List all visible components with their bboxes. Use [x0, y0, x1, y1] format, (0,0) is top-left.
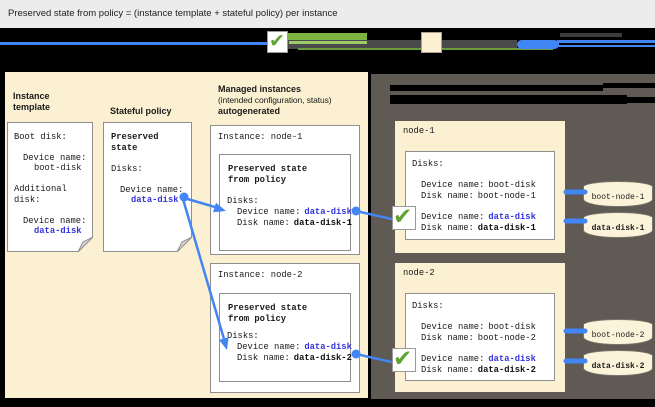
band-green-bar	[287, 33, 367, 40]
disk-label: boot-node-1	[591, 193, 645, 202]
stateful-policy-label: Stateful policy	[110, 106, 172, 116]
title-bar: Preserved state from policy = (instance …	[0, 0, 655, 28]
vm-panel-heading-redacted-1	[390, 85, 603, 91]
vm-disks-box: Disks: Device name:boot-disk Disk name:b…	[405, 293, 555, 381]
doc-line: Disks:	[111, 164, 143, 174]
vm-node-2: node-2 Disks: Device name:boot-disk Disk…	[395, 263, 565, 392]
check-icon: ✔	[393, 345, 413, 371]
doc-line: Device name:	[120, 185, 184, 195]
band-blue-pill	[517, 40, 559, 49]
disk-name-line: Disk name:data-disk-2	[237, 353, 352, 363]
doc-line: Additional	[14, 184, 67, 194]
disk-name-line: Disk name:boot-node-2	[421, 333, 536, 343]
check-icon: ✔	[393, 203, 413, 229]
vm-panel-heading-redacted-1b	[603, 83, 655, 88]
vm-node-1-check-box: ✔	[392, 203, 416, 230]
disks-label: Disks:	[227, 196, 259, 206]
disk-name-line: Disk name:boot-node-1	[421, 191, 536, 201]
disks-label: Disks:	[412, 159, 444, 169]
doc-line-data-disk: data-disk	[34, 226, 82, 236]
disk-name-line: Disk name:data-disk-1	[421, 223, 536, 233]
vm-name: node-1	[403, 126, 435, 136]
doc-line: Device name:	[23, 216, 87, 226]
instance-template-label: Instance template	[13, 91, 51, 112]
preserved-state-box: Preserved state from policy Disks: Devic…	[219, 293, 352, 382]
managed-instance-node-1: Instance: node-1 Preserved state from po…	[210, 125, 360, 255]
disk-cylinder-boot-node-2: boot-node-2	[583, 319, 653, 346]
page-fold-icon	[78, 237, 93, 252]
device-name-line: Device name:data-disk	[237, 207, 352, 217]
vm-panel-heading-redacted-2b	[627, 97, 655, 103]
doc-line: state	[111, 143, 138, 153]
doc-line: Preserved	[111, 132, 159, 142]
page-fold-icon	[177, 237, 192, 252]
disk-cylinder-data-disk-2: data-disk-2	[583, 350, 653, 377]
preserved-state-box: Preserved state from policy Disks: Devic…	[219, 154, 352, 251]
disk-cylinder-boot-node-1: boot-node-1	[583, 181, 653, 208]
managed-instance-node-2: Instance: node-2 Preserved state from po…	[210, 263, 360, 393]
disk-label: boot-node-2	[591, 331, 645, 340]
disk-name-line: Disk name:data-disk-2	[421, 365, 536, 375]
band-gray-bar	[287, 40, 517, 49]
box-title: from policy	[228, 175, 287, 185]
box-title: from policy	[228, 314, 287, 324]
band-blue-line-left	[0, 42, 270, 45]
vm-node-2-check-box: ✔	[392, 345, 416, 372]
box-title: Preserved state	[228, 164, 308, 174]
disk-cylinder-data-disk-1: data-disk-1	[583, 212, 653, 239]
page-title: Preserved state from policy = (instance …	[8, 8, 338, 19]
device-name-line: Device name:data-disk	[237, 342, 352, 352]
doc-line: disk:	[14, 195, 41, 205]
box-title: Preserved state	[228, 303, 308, 313]
band-blue-line-right	[557, 40, 655, 43]
device-name-line: Device name:boot-disk	[421, 322, 536, 332]
vm-disks-box: Disks: Device name:boot-disk Disk name:b…	[405, 151, 555, 240]
device-name-line: Device name:data-disk	[421, 354, 536, 364]
band-dark-bar-right	[560, 33, 622, 37]
stateful-policy-doc: Preserved state Disks: Device name: data…	[103, 122, 192, 252]
instance-template-doc: Boot disk: Device name: boot-disk Additi…	[7, 122, 93, 252]
vm-panel-heading-redacted-2	[390, 95, 627, 104]
doc-line: Boot disk:	[14, 132, 67, 142]
disk-name-line: Disk name:data-disk-1	[237, 218, 352, 228]
band-beige-square	[421, 32, 442, 53]
band-check-box: ✔	[267, 31, 288, 53]
device-name-line: Device name:boot-disk	[421, 180, 536, 190]
disks-label: Disks:	[412, 301, 444, 311]
vm-node-1: node-1 Disks: Device name:boot-disk Disk…	[395, 121, 565, 253]
band-green-arrow-line	[289, 41, 367, 44]
check-icon: ✔	[269, 31, 285, 52]
doc-line: boot-disk	[34, 163, 82, 173]
disk-label: data-disk-1	[591, 224, 645, 233]
disks-label: Disks:	[227, 331, 259, 341]
disk-label: data-disk-2	[591, 362, 645, 371]
managed-instances-heading: Managed instances (intended configuratio…	[218, 84, 332, 116]
device-name-line: Device name:data-disk	[421, 212, 536, 222]
instance-title: Instance: node-1	[218, 132, 303, 142]
band-blue-line-right2	[550, 45, 655, 47]
doc-line: Device name:	[23, 153, 87, 163]
vm-name: node-2	[403, 268, 435, 278]
doc-line-data-disk: data-disk	[131, 195, 179, 205]
instance-title: Instance: node-2	[218, 270, 303, 280]
